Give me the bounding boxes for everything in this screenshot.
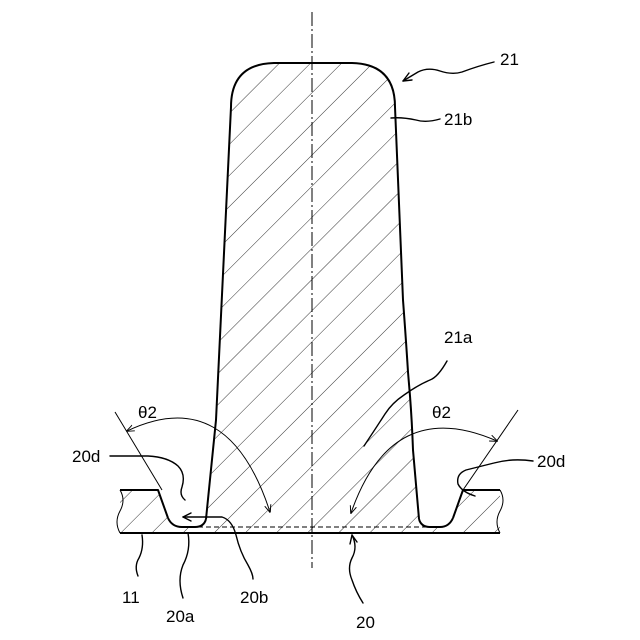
label-20d-left: 20d <box>72 447 100 466</box>
label-20a: 20a <box>166 607 195 626</box>
label-21: 21 <box>500 50 519 69</box>
label-21b: 21b <box>444 110 472 129</box>
angle-line-right <box>463 410 518 490</box>
label-20d-right: 20d <box>537 452 565 471</box>
label-11: 11 <box>122 588 140 607</box>
label-theta2-right: θ2 <box>432 403 451 422</box>
label-20b: 20b <box>240 588 268 607</box>
label-21a: 21a <box>444 328 473 347</box>
label-20: 20 <box>356 613 375 632</box>
angle-line-left <box>115 412 162 490</box>
label-theta2-left: θ2 <box>138 403 157 422</box>
